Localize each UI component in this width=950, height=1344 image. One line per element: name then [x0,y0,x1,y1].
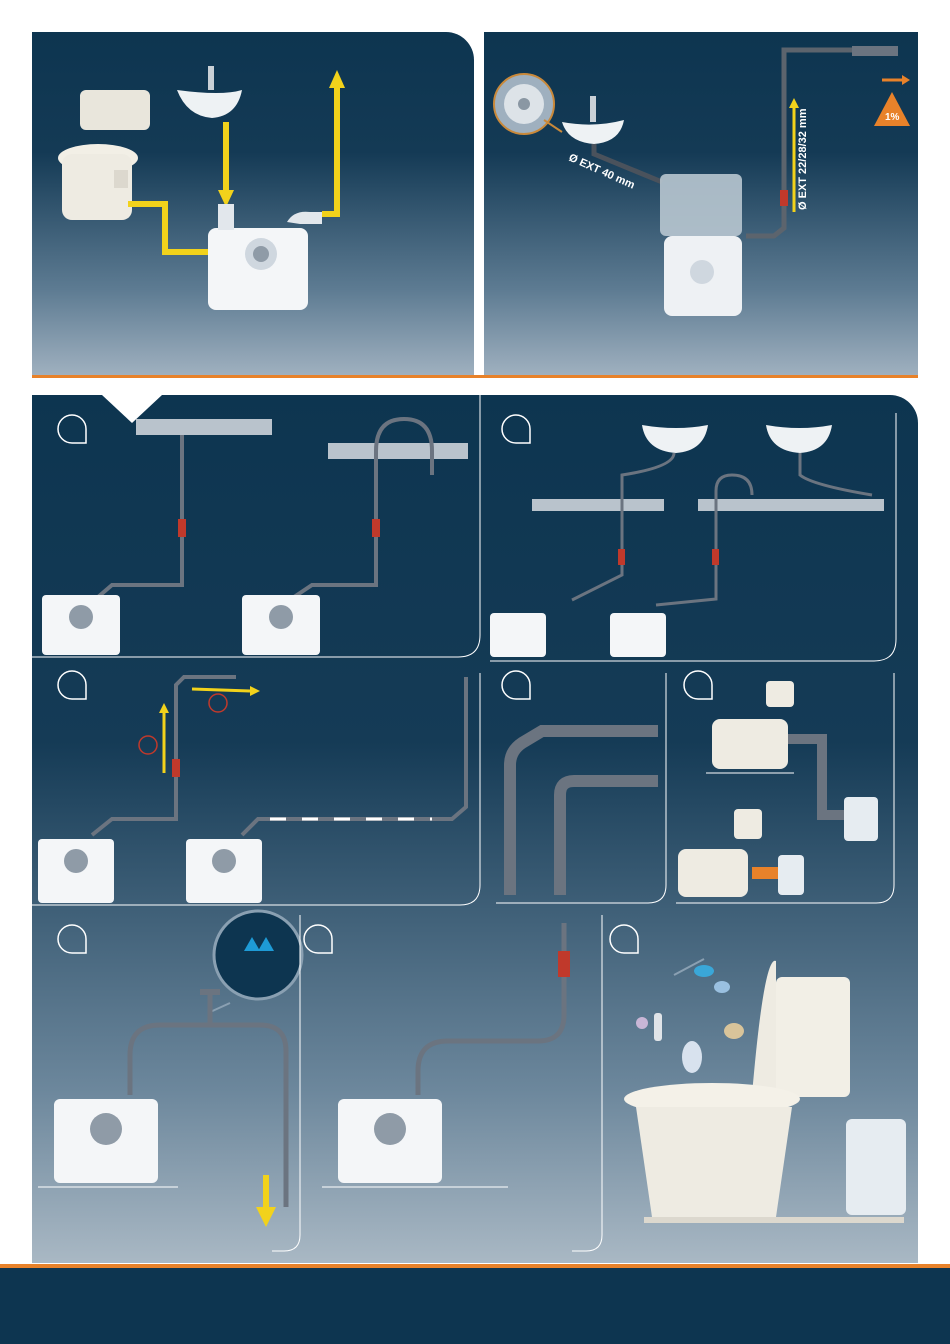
step-badge [58,415,86,443]
arrow-head [902,75,910,85]
horizontal-arrow [192,689,250,691]
step-badge [684,671,712,699]
step-6-siphon-vent [38,911,302,1251]
step-badge [58,925,86,953]
panel-connection-dimensions: Ø EXT 40 mm Ø EXT 22/28/32 mm 1% [484,32,918,375]
step-border [572,915,602,1251]
pump-unit-icon [208,204,322,310]
step-4-bends [496,671,666,903]
check-valve-icon [178,519,186,537]
step-8-prohibited-items [610,925,906,1223]
pump-unit-icon [844,797,878,841]
bend-pipe-45 [510,731,658,895]
loop-pipe [716,475,752,575]
sink-pipe [800,453,872,495]
check-valve-icon [618,549,625,565]
direct-connector [752,867,782,879]
toilet-icon [58,90,150,220]
toilet-icon [712,681,794,769]
step-1-discharge-height [32,395,480,657]
pump-unit-icon [846,1119,906,1215]
step-badge [610,925,638,953]
step-7-check-valve [304,915,602,1251]
toilet-icon [660,174,742,316]
discharge-pipe [656,575,716,605]
callout-line [544,120,562,132]
toilet-icon [678,809,762,897]
step-border [496,673,666,903]
sink-icon [766,425,832,453]
step-2-sink-connection [490,413,896,661]
bend-pipe-90 [560,781,658,895]
limit-marker [209,694,227,712]
check-valve-icon [372,519,380,537]
sink-pipe [572,453,674,600]
step-5-toilet-connection [676,671,894,903]
limit-marker [139,736,157,754]
panel-installation-overview [32,32,474,375]
step-badge [58,671,86,699]
pump-unit-icon [490,613,546,657]
sink-icon [642,425,708,453]
air-admittance-valve [200,989,220,995]
ceiling-beam [532,499,664,511]
ceiling-beam [328,443,468,459]
step-badge [502,415,530,443]
offset-pipe [788,739,844,815]
horizontal-pipe-end [852,46,898,56]
vent-detail-magnifier [214,911,302,999]
ceiling-beam [136,419,272,435]
steps-illustration [32,395,918,1263]
step-badge [304,925,332,953]
drain-grate-icon [494,74,554,134]
section-divider [32,375,918,378]
pump-unit-icon [610,613,666,657]
step-3-vertical-horizontal [32,671,480,905]
arrow-head [329,70,345,88]
check-valve-icon [172,759,180,777]
slope-label: 1% [885,112,900,123]
overview-illustration [32,32,474,375]
arrow-head [789,98,799,108]
dimension-illustration: Ø EXT 40 mm Ø EXT 22/28/32 mm 1% [484,32,918,375]
panel-notch [102,395,162,423]
check-valve-icon [780,190,788,206]
check-valve-icon [712,549,719,565]
warning-triangle-icon: 1% [874,92,910,126]
sink-icon [562,96,624,144]
discharge-pipe [418,923,564,1095]
long-horizontal-pipe [242,677,466,835]
pump-unit-icon [778,855,804,895]
footer-bar [0,1268,950,1344]
discharge-arrow [322,88,337,214]
sink-icon [177,66,242,118]
step-border [490,413,896,661]
prohibited-items-icon [636,959,744,1073]
ceiling-beam [698,499,884,511]
step-badge [502,671,530,699]
discharge-diameter-label: Ø EXT 22/28/32 mm [797,108,809,210]
check-valve-icon [558,951,570,977]
discharge-pipe [294,525,376,597]
loop-pipe [376,419,432,525]
panel-installation-steps [32,395,918,1263]
discharge-pipe [98,435,182,597]
